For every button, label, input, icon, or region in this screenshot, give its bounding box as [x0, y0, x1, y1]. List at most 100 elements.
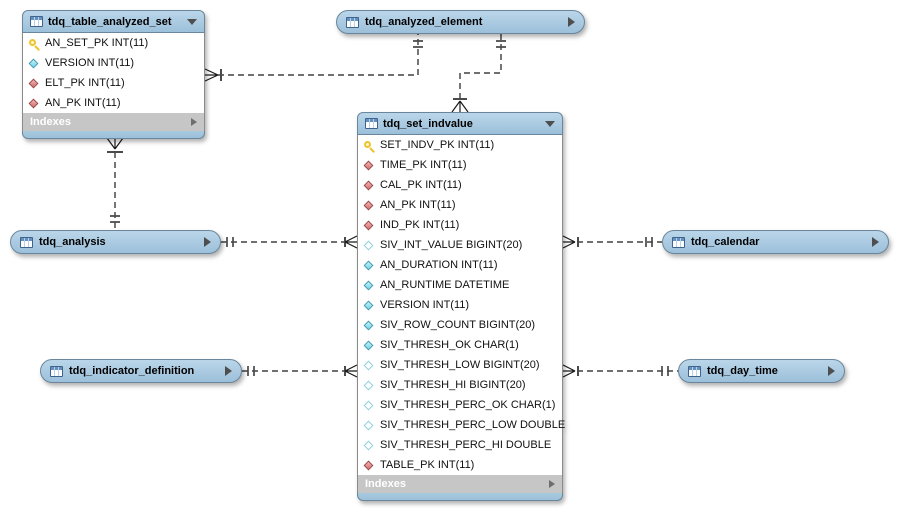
fk-icon: [363, 459, 376, 472]
relationship-set_indvalue-day_time[interactable]: [562, 364, 678, 378]
column-label: SIV_THRESH_PERC_HI DOUBLE: [380, 439, 552, 451]
table-bottom-strip: [357, 493, 563, 501]
column-label: CAL_PK INT(11): [380, 179, 462, 191]
column-row-siv_int_value[interactable]: SIV_INT_VALUE BIGINT(20): [358, 235, 562, 255]
column-row-an_pk[interactable]: AN_PK INT(11): [23, 93, 204, 113]
column-row-version[interactable]: VERSION INT(11): [358, 295, 562, 315]
column-label: AN_SET_PK INT(11): [45, 37, 149, 49]
column-label: SIV_THRESH_PERC_OK CHAR(1): [380, 399, 556, 411]
expand-arrow-icon[interactable]: [225, 366, 232, 376]
relationship-analyzed_element-set_indvalue[interactable]: [451, 34, 506, 113]
column-row-siv_thresh_ok[interactable]: SIV_THRESH_OK CHAR(1): [358, 335, 562, 355]
column-label: AN_PK INT(11): [380, 199, 456, 211]
nullable-icon: [363, 399, 376, 412]
relationship-analyzed_set-analyzed_element[interactable]: [204, 34, 423, 82]
table-icon: [20, 236, 33, 248]
notnull-icon: [363, 259, 376, 272]
expand-arrow-icon[interactable]: [872, 237, 879, 247]
table-name: tdq_calendar: [691, 236, 760, 248]
column-row-ind_pk[interactable]: IND_PK INT(11): [358, 215, 562, 235]
table-name: tdq_set_indvalue: [383, 117, 473, 130]
table-icon: [688, 365, 701, 377]
fk-icon: [363, 219, 376, 232]
column-label: AN_RUNTIME DATETIME: [380, 279, 510, 291]
column-label: TABLE_PK INT(11): [380, 459, 475, 471]
column-label: SIV_INT_VALUE BIGINT(20): [380, 239, 523, 251]
expand-arrow-icon[interactable]: [568, 17, 575, 27]
column-list: SET_INDV_PK INT(11) TIME_PK INT(11) CAL_PK…: [357, 135, 566, 475]
table-header[interactable]: tdq_set_indvalue: [357, 112, 563, 135]
expand-arrow-icon[interactable]: [191, 118, 197, 126]
column-label: SIV_ROW_COUNT BIGINT(20): [380, 319, 536, 331]
column-row-siv_row_count[interactable]: SIV_ROW_COUNT BIGINT(20): [358, 315, 562, 335]
indexes-row[interactable]: Indexes: [357, 475, 563, 493]
column-row-cal_pk[interactable]: CAL_PK INT(11): [358, 175, 562, 195]
table-icon: [346, 16, 359, 28]
column-row-elt_pk[interactable]: ELT_PK INT(11): [23, 73, 204, 93]
fk-icon: [28, 97, 41, 110]
column-label: SIV_THRESH_LOW BIGINT(20): [380, 359, 540, 371]
relationship-set_indvalue-calendar[interactable]: [562, 235, 662, 249]
column-label: ELT_PK INT(11): [45, 77, 125, 89]
table-tdq_analysis[interactable]: tdq_analysis: [10, 230, 221, 254]
column-label: IND_PK INT(11): [380, 219, 460, 231]
column-label: AN_PK INT(11): [45, 97, 121, 109]
table-header[interactable]: tdq_table_analyzed_set: [22, 10, 205, 33]
relationship-analysis-set_indvalue[interactable]: [221, 235, 358, 249]
column-row-version[interactable]: VERSION INT(11): [23, 53, 204, 73]
table-tdq_calendar[interactable]: tdq_calendar: [662, 230, 889, 254]
collapse-arrow-icon[interactable]: [545, 120, 555, 127]
expand-arrow-icon[interactable]: [549, 480, 555, 488]
column-label: TIME_PK INT(11): [380, 159, 467, 171]
nullable-icon: [363, 359, 376, 372]
notnull-icon: [363, 339, 376, 352]
table-tdq_indicator_definition[interactable]: tdq_indicator_definition: [40, 359, 242, 383]
fk-icon: [363, 159, 376, 172]
table-icon: [672, 236, 685, 248]
table-icon: [365, 118, 378, 129]
column-label: SIV_THRESH_HI BIGINT(20): [380, 379, 526, 391]
indexes-label: Indexes: [30, 116, 71, 128]
column-row-an_set_pk[interactable]: AN_SET_PK INT(11): [23, 33, 204, 53]
nullable-icon: [363, 439, 376, 452]
indexes-row[interactable]: Indexes: [22, 113, 205, 131]
table-name: tdq_table_analyzed_set: [48, 15, 172, 28]
column-row-siv_thresh_perc_low[interactable]: SIV_THRESH_PERC_LOW DOUBLE: [358, 415, 566, 435]
column-label: SIV_THRESH_PERC_LOW DOUBLE: [380, 419, 566, 431]
column-row-siv_thresh_perc_ok[interactable]: SIV_THRESH_PERC_OK CHAR(1): [358, 395, 562, 415]
notnull-icon: [363, 319, 376, 332]
table-tdq_analyzed_element[interactable]: tdq_analyzed_element: [336, 10, 585, 34]
fk-icon: [363, 179, 376, 192]
column-row-siv_thresh_low[interactable]: SIV_THRESH_LOW BIGINT(20): [358, 355, 562, 375]
expand-arrow-icon[interactable]: [828, 366, 835, 376]
table-name: tdq_day_time: [707, 365, 778, 377]
column-row-set_indv_pk[interactable]: SET_INDV_PK INT(11): [358, 135, 562, 155]
column-row-an_runtime[interactable]: AN_RUNTIME DATETIME: [358, 275, 562, 295]
column-label: SIV_THRESH_OK CHAR(1): [380, 339, 519, 351]
table-tdq_set_indvalue[interactable]: tdq_set_indvalue SET_INDV_PK INT(11) TIME…: [357, 112, 566, 501]
table-name: tdq_analyzed_element: [365, 16, 483, 28]
table-icon: [30, 16, 43, 27]
expand-arrow-icon[interactable]: [204, 237, 211, 247]
nullable-icon: [363, 239, 376, 252]
column-row-time_pk[interactable]: TIME_PK INT(11): [358, 155, 562, 175]
fk-icon: [363, 199, 376, 212]
table-tdq_table_analyzed_set[interactable]: tdq_table_analyzed_set AN_SET_PK INT(11)…: [22, 10, 205, 139]
relationship-analyzed_set-analysis[interactable]: [106, 137, 124, 230]
notnull-icon: [363, 299, 376, 312]
column-row-table_pk[interactable]: TABLE_PK INT(11): [358, 455, 562, 475]
collapse-arrow-icon[interactable]: [187, 18, 197, 25]
column-row-an_pk[interactable]: AN_PK INT(11): [358, 195, 562, 215]
table-name: tdq_analysis: [39, 236, 106, 248]
table-icon: [50, 365, 63, 377]
pk-icon: [363, 139, 376, 152]
column-row-an_duration[interactable]: AN_DURATION INT(11): [358, 255, 562, 275]
column-label: AN_DURATION INT(11): [380, 259, 498, 271]
column-row-siv_thresh_hi[interactable]: SIV_THRESH_HI BIGINT(20): [358, 375, 562, 395]
relationship-indicator_definition-set_indvalue[interactable]: [242, 364, 358, 378]
table-tdq_day_time[interactable]: tdq_day_time: [678, 359, 845, 383]
table-bottom-strip: [22, 131, 205, 139]
column-row-siv_thresh_perc_hi[interactable]: SIV_THRESH_PERC_HI DOUBLE: [358, 435, 562, 455]
